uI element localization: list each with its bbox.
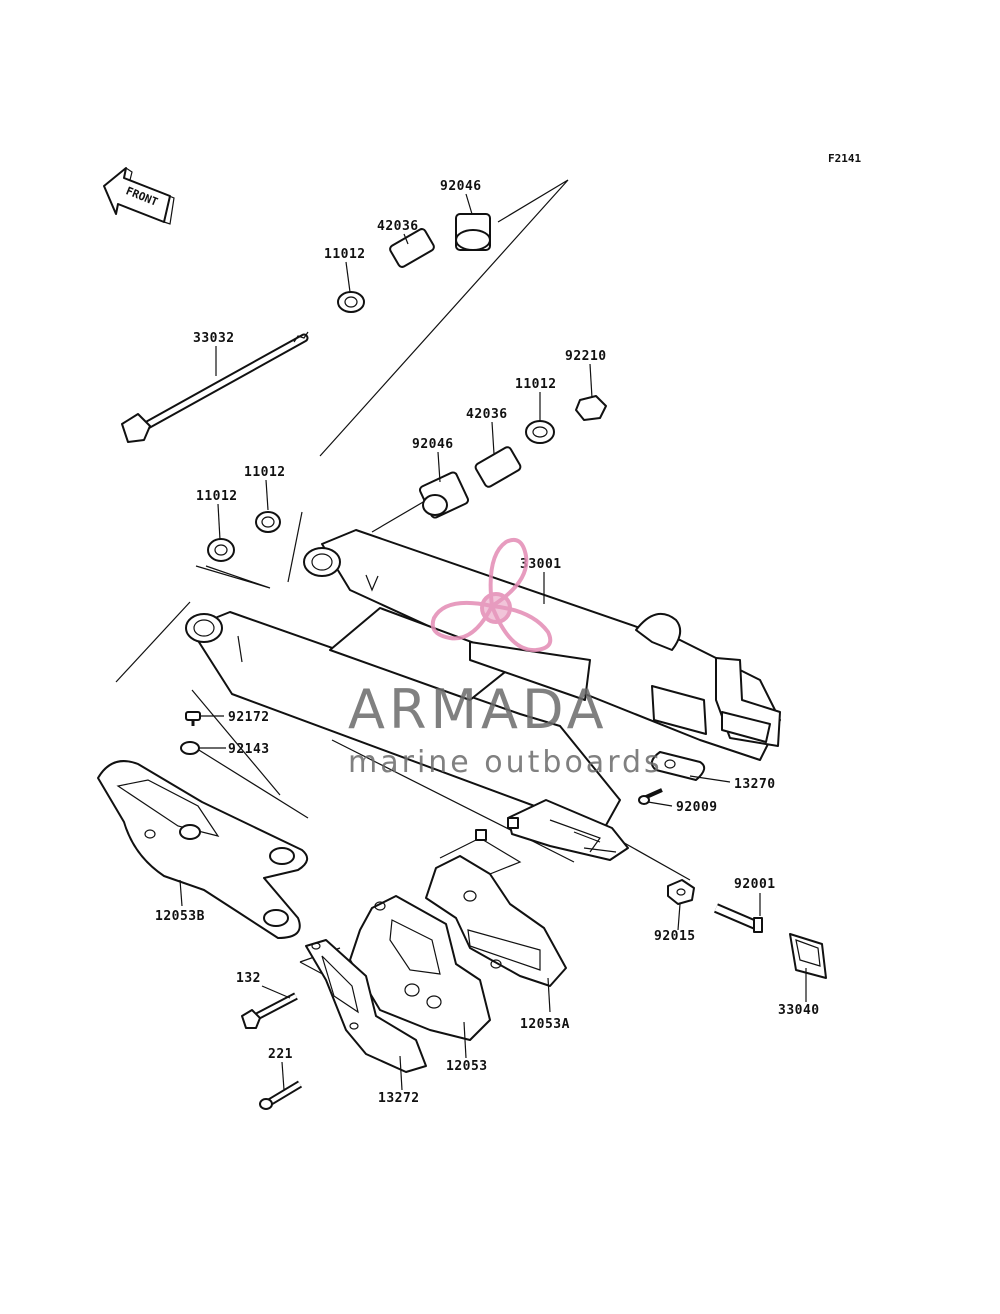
part-label[interactable]: 11012 — [324, 247, 366, 262]
seal-11012-right — [525, 420, 555, 444]
armada-logo-icon — [430, 537, 553, 653]
part-label[interactable]: 13270 — [734, 777, 776, 792]
bolt-92009 — [638, 788, 663, 805]
bolt-221 — [259, 1080, 303, 1110]
washer-92143 — [180, 741, 200, 755]
part-label[interactable]: 12053B — [155, 909, 205, 924]
part-label[interactable]: 42036 — [377, 219, 419, 234]
chain-guide-12053 — [349, 895, 491, 1041]
part-label[interactable]: 92001 — [734, 877, 776, 892]
part-label[interactable]: 12053 — [446, 1059, 488, 1074]
part-label[interactable]: 92046 — [412, 437, 454, 452]
part-label[interactable]: 92210 — [565, 349, 607, 364]
diagram-code: F2141 — [828, 152, 861, 165]
watermark-brand: ARMADA — [348, 678, 608, 741]
part-label[interactable]: 11012 — [515, 377, 557, 392]
part-label[interactable]: 13272 — [378, 1091, 420, 1106]
part-label[interactable]: 33032 — [193, 331, 235, 346]
part-label[interactable]: 221 — [268, 1047, 293, 1062]
part-label[interactable]: 33001 — [520, 557, 562, 572]
part-label[interactable]: 11012 — [244, 465, 286, 480]
chain-guide-slider — [475, 799, 629, 861]
clip-33040 — [789, 933, 827, 979]
nut-92015 — [667, 879, 695, 905]
chain-guide-12053B — [97, 760, 309, 939]
seal-11012-left-a — [255, 511, 281, 533]
bearing-92046-mid — [419, 471, 469, 519]
part-label[interactable]: 11012 — [196, 489, 238, 504]
axle — [121, 331, 309, 443]
part-label[interactable]: 33040 — [778, 1003, 820, 1018]
part-label[interactable]: 92046 — [440, 179, 482, 194]
part-label[interactable]: 42036 — [466, 407, 508, 422]
part-label[interactable]: 92143 — [228, 742, 270, 757]
plate-13272 — [305, 939, 427, 1073]
part-label[interactable]: 92172 — [228, 710, 270, 725]
part-label[interactable]: 92015 — [654, 929, 696, 944]
screw-92172 — [185, 711, 201, 726]
part-label[interactable]: 92009 — [676, 800, 718, 815]
watermark-tagline: marine outboards — [348, 745, 663, 780]
nut-92210 — [575, 395, 607, 421]
part-label[interactable]: 132 — [236, 971, 261, 986]
leader-lines — [179, 193, 807, 1091]
bolt-132 — [241, 992, 298, 1029]
bearing-92046-top — [455, 213, 491, 251]
plate-13270 — [650, 751, 706, 781]
watermark: ARMADA marine outboards — [348, 537, 663, 780]
bolt-92001 — [714, 903, 763, 933]
seal-11012-left-b — [207, 538, 235, 562]
chain-guide-12053A — [425, 855, 567, 987]
seal-11012-top — [337, 291, 365, 313]
part-labels: 92046 42036 11012 33032 92210 11012 4203… — [155, 179, 820, 1106]
part-label[interactable]: 12053A — [520, 1017, 570, 1032]
sleeve-42036-mid — [474, 446, 522, 488]
front-arrow-icon: FRONT — [103, 167, 175, 225]
